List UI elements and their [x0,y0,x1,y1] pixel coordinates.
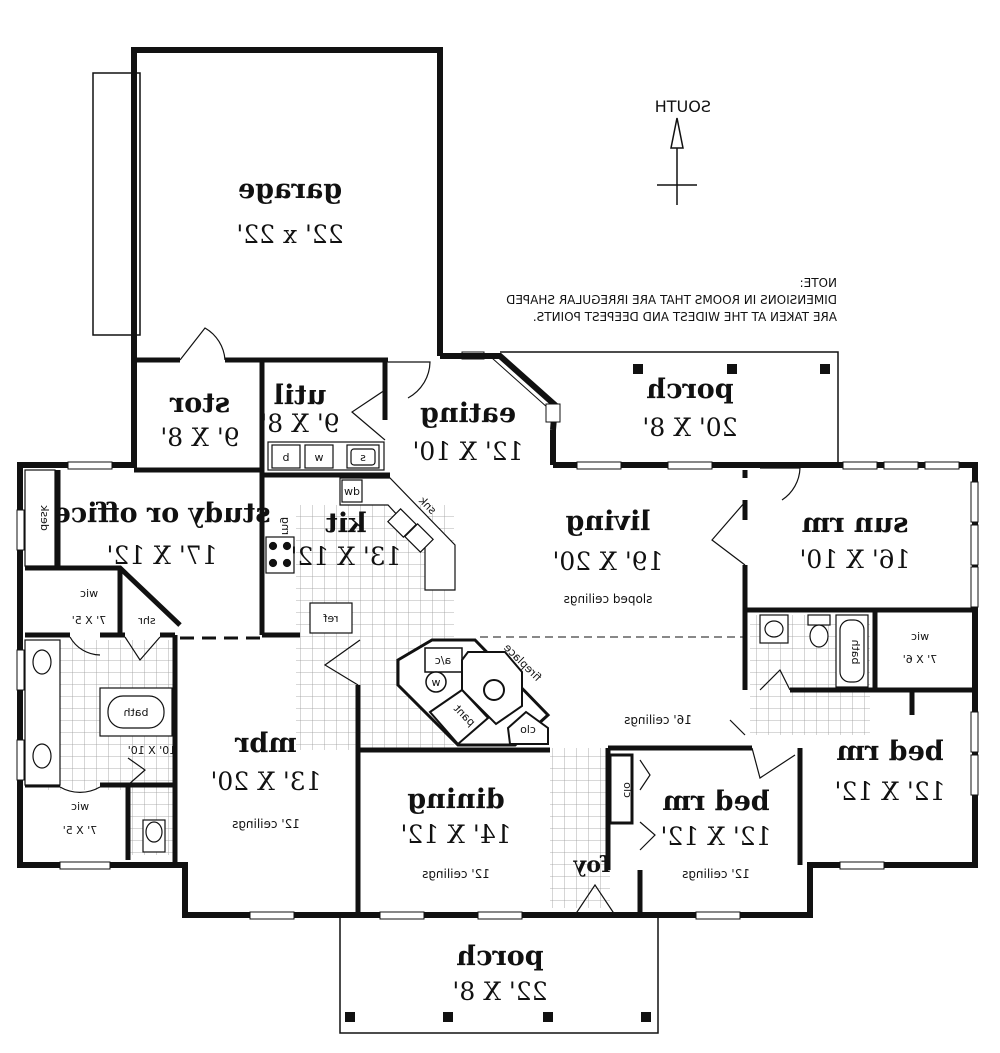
note-line-2: DIMENSIONS IN ROOMS THAT ARE IRREGULAR S… [506,293,837,307]
wic3-name: wic [911,630,929,643]
s-label: s [360,451,366,464]
note-line-1: NOTE: [800,276,837,290]
porch-top [500,351,839,465]
kit-dim: 13' X 12' [290,542,401,571]
windows [16,351,979,920]
exterior-walls [17,47,978,918]
sunrm-dim: 16' X 10' [799,545,910,574]
study-dim: 17' X 12' [106,541,217,570]
porch-top-name: porch [646,374,734,405]
master-bath-fixtures [24,639,173,853]
bath-master-dim: 10' X 10' [128,744,177,757]
porch-bottom-dim: 22' X 8' [452,977,547,1006]
porch-top-dim: 20' X 8' [642,413,737,442]
bedrm-mid-name: bed rm [662,786,769,817]
porch-bottom [339,918,659,1034]
living-note: sloped ceilings [564,592,653,606]
clo2-label: clo [621,782,634,798]
wic1-dim: 7' X 5' [72,614,107,627]
porch-bottom-name: porch [456,941,544,972]
fireplace-cluster [396,638,551,747]
closet [608,753,634,825]
stor-name: stor [169,388,230,419]
wic2-dim: 7' X 5' [63,824,98,837]
study-name: study or office [54,498,271,529]
dining-name: dining [407,784,505,815]
ac-label: a/c [435,654,452,667]
dining-dim: 14' X 12' [400,820,511,849]
wic2-name: wic [71,800,89,813]
garage-door-frame [92,72,141,336]
garage-name: garage [238,174,342,205]
foy-name: foy [572,852,610,878]
mbr-name: mbr [234,728,296,759]
desk-label: desk [38,504,51,530]
mbr-dim: 13' X 20' [210,767,321,796]
kit-name: kit [325,508,367,539]
note-line-3: ARE TAKEN AT THE WIDEST AND DEEPEST POIN… [533,310,837,324]
shr-label: shr [138,614,156,627]
bath-master-label: bath [123,706,148,719]
garage-dim: 22' x 22' [236,220,343,249]
eating-dim: 12' X 10' [412,437,523,466]
util-dim: 9' X 8' [260,409,339,438]
compass-icon [657,117,697,205]
bath-right-label: bath [849,639,862,664]
w-label: w [315,451,324,464]
kitchen-fixtures [265,477,456,634]
b-label: b [282,451,289,464]
rng-label: rng [279,517,292,535]
bedrm-mid-dim: 12' X 12' [660,822,771,851]
eating-name: eating [420,398,516,429]
interior-walls [25,357,975,915]
stor-dim: 9' X 8' [160,423,239,452]
bedrm-mid-note: 12' ceilings [682,867,750,881]
dimension-note: NOTE: DIMENSIONS IN ROOMS THAT ARE IRREG… [506,276,837,324]
utility-fixtures [267,441,385,471]
util-name: util [274,380,327,411]
right-bath-fixtures [759,614,869,688]
wic3-dim: 7' X 6' [903,653,938,666]
ref-label: ref [322,612,338,625]
dw-label: dw [344,485,360,498]
desk [24,469,56,567]
mbr-note: 12' ceilings [232,817,300,831]
living-name: living [565,506,650,537]
bedrm-right-name: bed rm [836,736,943,767]
clo-label: clo [520,723,536,736]
dining-note: 12' ceilings [422,867,490,881]
door-swings [59,327,801,916]
bedrm-right-dim: 12' X 12' [834,777,945,806]
sunrm-name: sun rm [802,508,909,539]
w-heater-label: w [432,676,441,689]
ceiling-16-label: 16' ceilings [624,713,692,727]
living-dim: 19' X 20' [552,547,663,576]
room-labels: garage 22' x 22' stor 9' X 8' util 9' X … [54,174,946,1006]
compass-label: SOUTH [655,97,711,116]
bay-window [440,353,561,431]
wic1-name: wic [80,587,98,600]
